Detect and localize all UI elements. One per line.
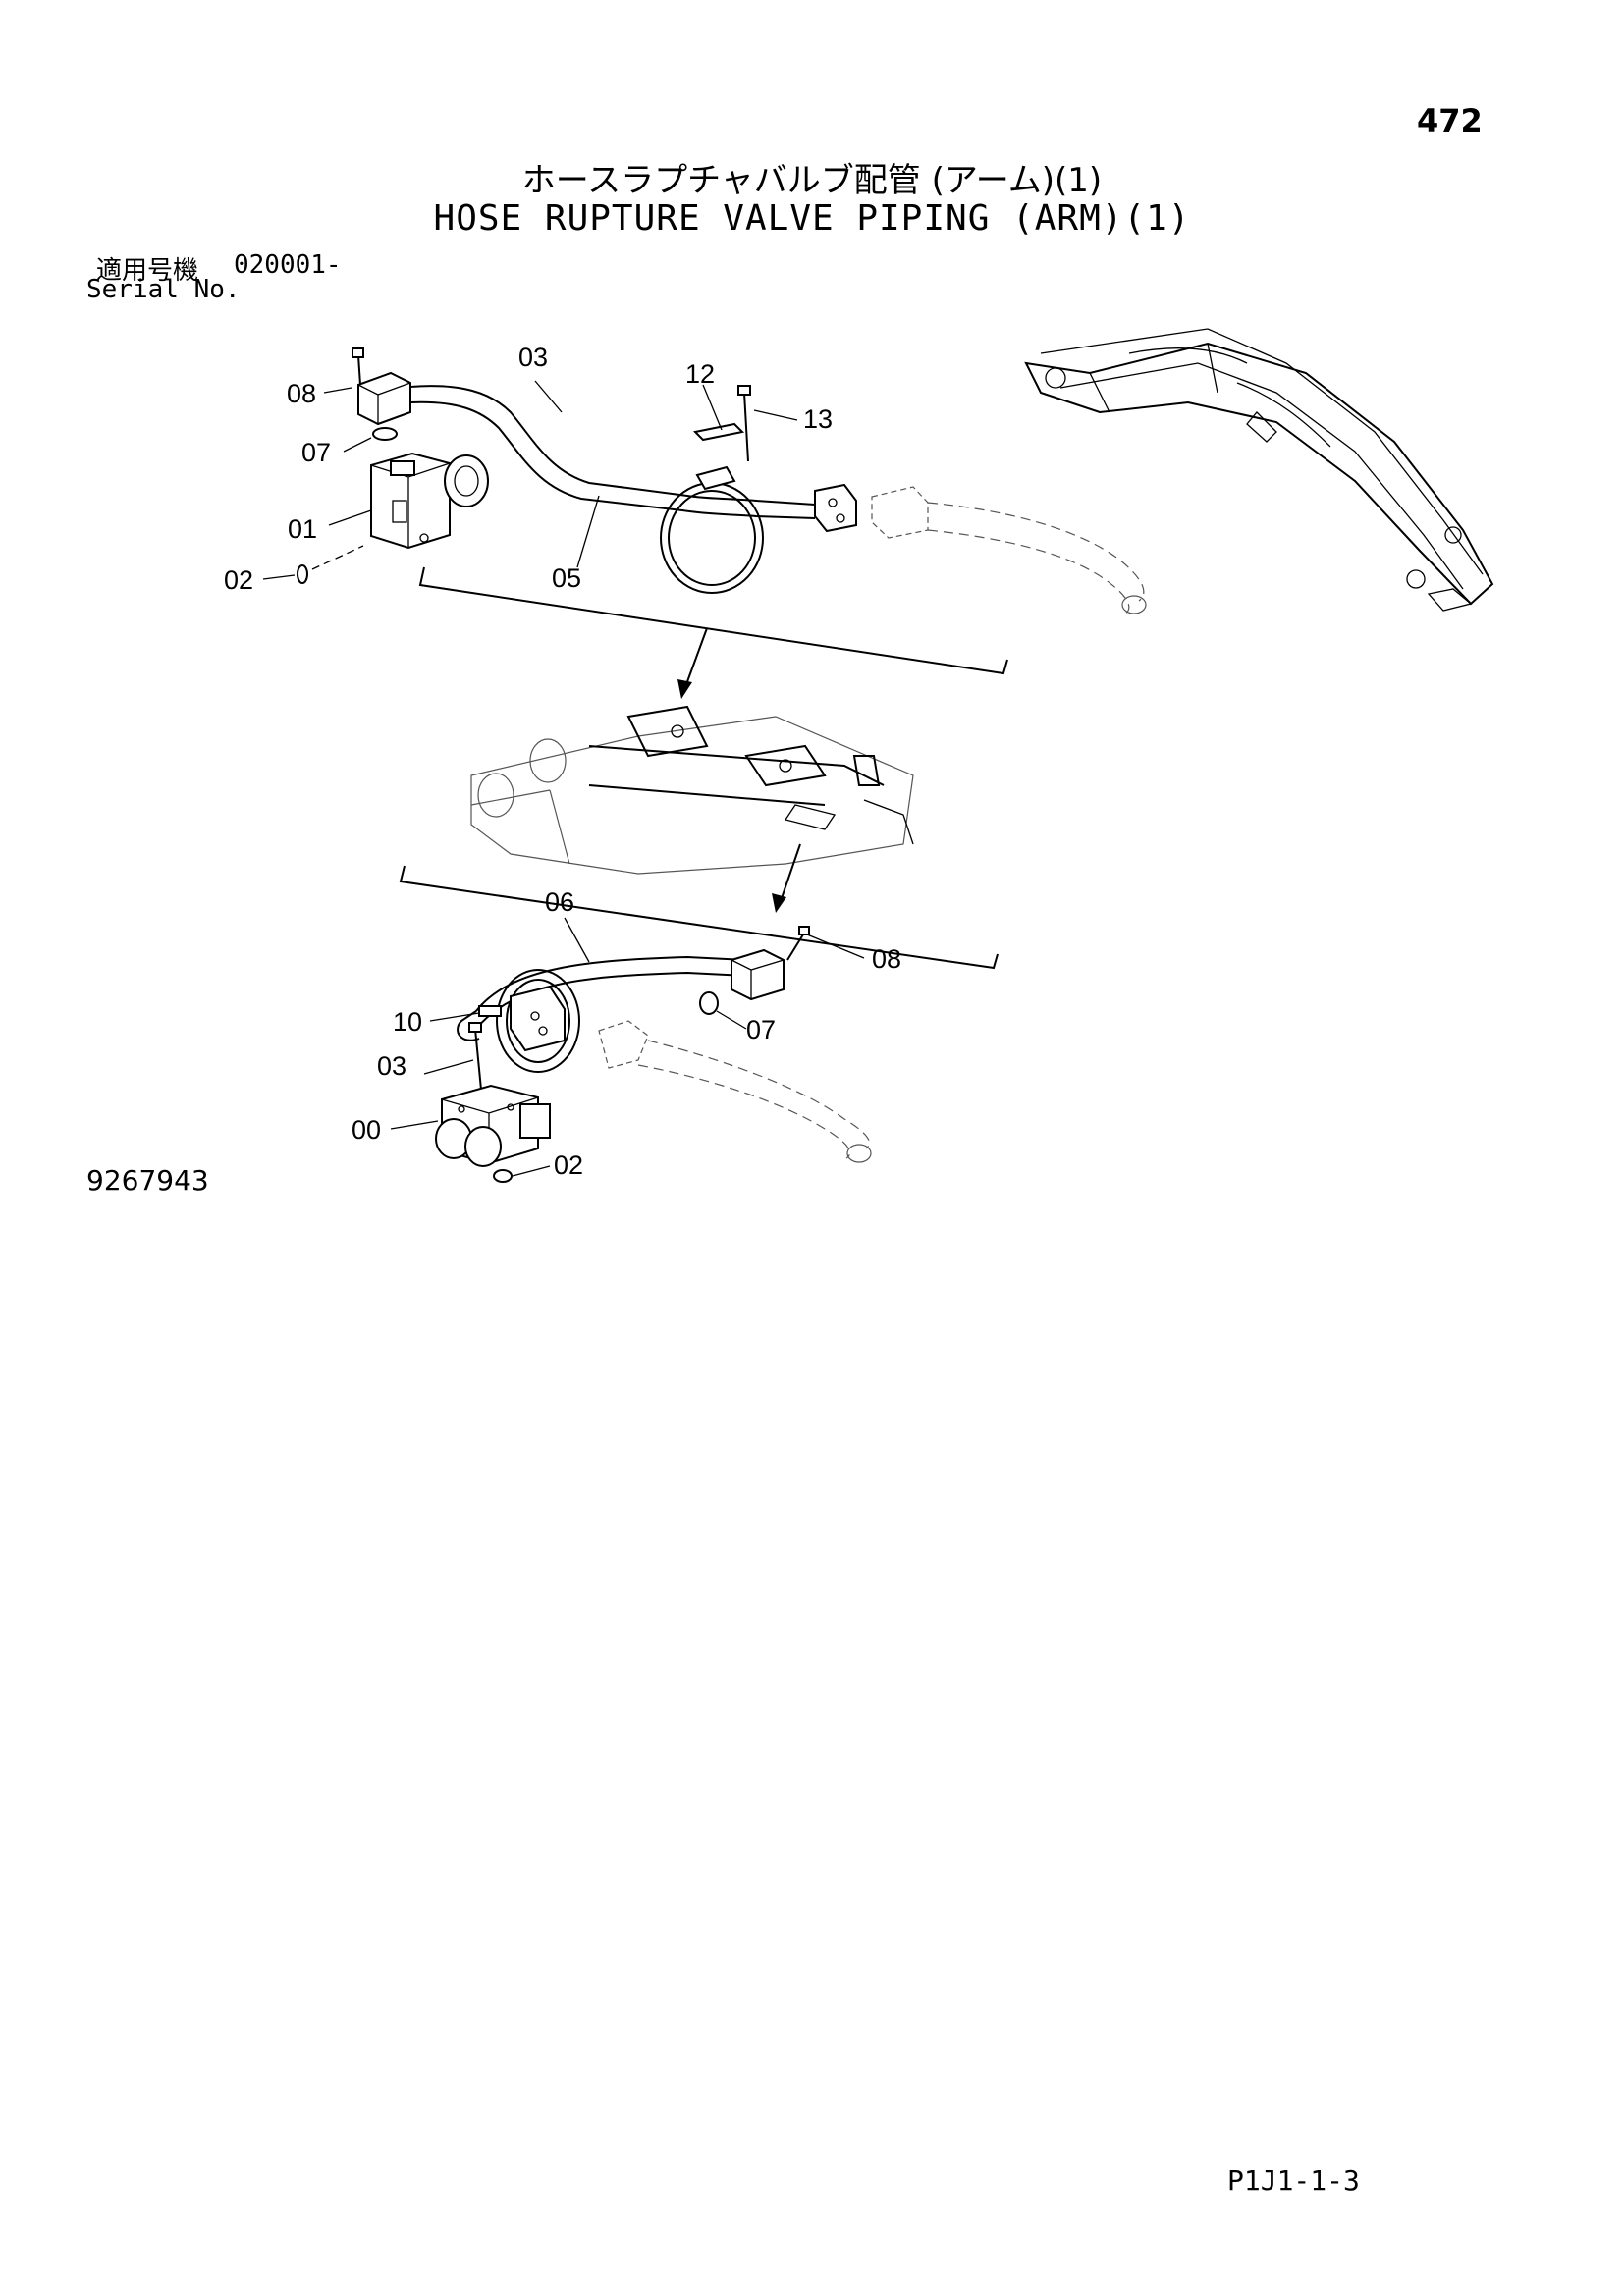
serial-label-japanese: 適用号機 <box>96 256 199 286</box>
callout-bracket-bottom <box>399 843 999 970</box>
callout-bracket-top <box>418 566 1008 699</box>
serial-label-english: Serial No. <box>86 275 241 304</box>
top-assembly-illustration <box>297 347 1147 615</box>
drawing-number: 9267943 <box>86 1164 209 1197</box>
callout-08-top: 08 <box>287 379 316 408</box>
serial-range-value: 020001- <box>234 250 342 280</box>
callout-02-top: 02 <box>224 565 253 595</box>
leader-lines <box>262 380 865 1177</box>
page-title-japanese: ホースラプチャバルブ配管 (アーム)(1) <box>521 161 1103 200</box>
callout-05: 05 <box>552 563 581 593</box>
bottom-assembly-illustration <box>435 926 872 1183</box>
page-number: 472 <box>1417 102 1483 139</box>
callout-03-bottom: 03 <box>377 1051 406 1081</box>
callout-12: 12 <box>685 359 715 389</box>
page-title-english: HOSE RUPTURE VALVE PIPING (ARM)(1) <box>433 198 1191 239</box>
callout-02-bottom: 02 <box>554 1150 583 1180</box>
callout-13: 13 <box>803 404 833 434</box>
callout-07-top: 07 <box>301 438 331 467</box>
callout-01: 01 <box>288 514 317 544</box>
callout-07-bottom: 07 <box>746 1015 776 1044</box>
page-code: P1J1-1-3 <box>1227 2164 1360 2197</box>
callout-03-top: 03 <box>518 343 548 372</box>
callout-06: 06 <box>545 887 574 917</box>
callout-08-bottom: 08 <box>872 944 901 974</box>
callout-10: 10 <box>393 1007 422 1037</box>
callout-00: 00 <box>352 1115 381 1145</box>
arm-cylinder-illustration <box>470 705 914 875</box>
boom-arm-overview-illustration <box>1024 328 1494 612</box>
